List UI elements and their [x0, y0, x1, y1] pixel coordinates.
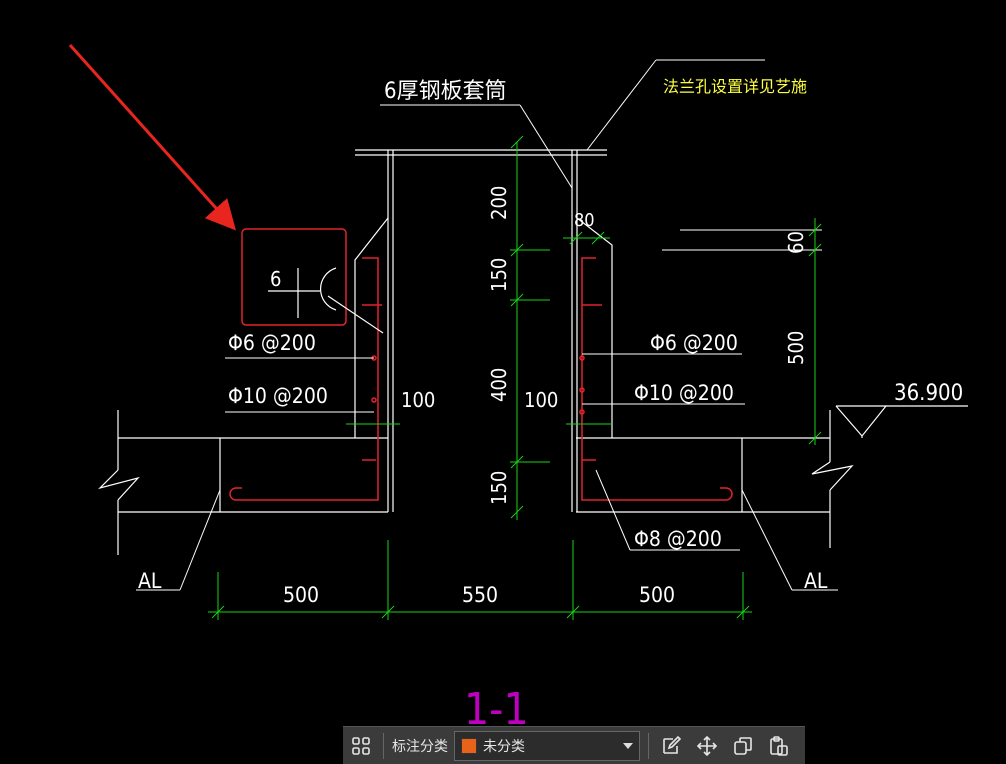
dim-vertical-150-bottom: 150 — [487, 471, 511, 505]
dimension-lines — [208, 135, 822, 620]
left-rebar-1-label: Φ6 @200 — [228, 331, 316, 355]
dim-80: 80 — [574, 210, 595, 231]
steel-sleeve — [354, 149, 613, 512]
grid-icon[interactable] — [343, 728, 379, 764]
copy-icon[interactable] — [725, 728, 761, 764]
center-100-label: 100 — [524, 388, 558, 412]
left-100-label: 100 — [401, 388, 435, 412]
dim-vertical-150-top: 150 — [487, 258, 511, 292]
red-pointer-arrow — [68, 43, 237, 231]
leader-lines — [136, 59, 838, 591]
bottom-rebar-label: Φ8 @200 — [634, 527, 722, 551]
category-dropdown[interactable]: 未分类 — [454, 730, 640, 761]
right-rebar-1-label: Φ6 @200 — [650, 331, 738, 355]
dim-bottom-left: 500 — [283, 583, 319, 607]
right-rebar-2-label: Φ10 @200 — [634, 381, 734, 405]
toolbar-divider — [648, 732, 649, 759]
paste-icon[interactable] — [761, 728, 797, 764]
weld-size-label: 6 — [270, 267, 281, 291]
sleeve-label: 6厚钢板套筒 — [384, 79, 507, 104]
elevation-marker — [835, 405, 968, 438]
rebar — [229, 228, 733, 501]
al-left-label: AL — [138, 569, 162, 593]
category-dropdown-value: 未分类 — [483, 738, 525, 755]
dim-vertical-200: 200 — [487, 186, 511, 220]
elevation-label: 36.900 — [894, 381, 963, 406]
move-icon[interactable] — [689, 728, 725, 764]
dim-bottom-right: 500 — [639, 583, 675, 607]
left-rebar-2-label: Φ10 @200 — [228, 384, 328, 408]
edit-icon[interactable] — [653, 728, 689, 764]
slab-outline — [98, 410, 854, 555]
category-label: 标注分类 — [392, 738, 448, 755]
dim-right-60: 60 — [784, 231, 808, 254]
flange-label: 法兰孔设置详见艺施 — [663, 77, 807, 96]
dim-vertical-400: 400 — [487, 368, 511, 402]
annotation-toolbar: 标注分类 未分类 — [343, 726, 805, 764]
dim-right-500: 500 — [784, 331, 808, 365]
toolbar-divider — [383, 732, 384, 759]
al-right-label: AL — [804, 569, 828, 593]
category-color-swatch — [461, 737, 477, 754]
chevron-down-icon — [623, 742, 633, 749]
dim-bottom-center: 550 — [462, 583, 498, 607]
weld-symbol — [268, 267, 384, 334]
